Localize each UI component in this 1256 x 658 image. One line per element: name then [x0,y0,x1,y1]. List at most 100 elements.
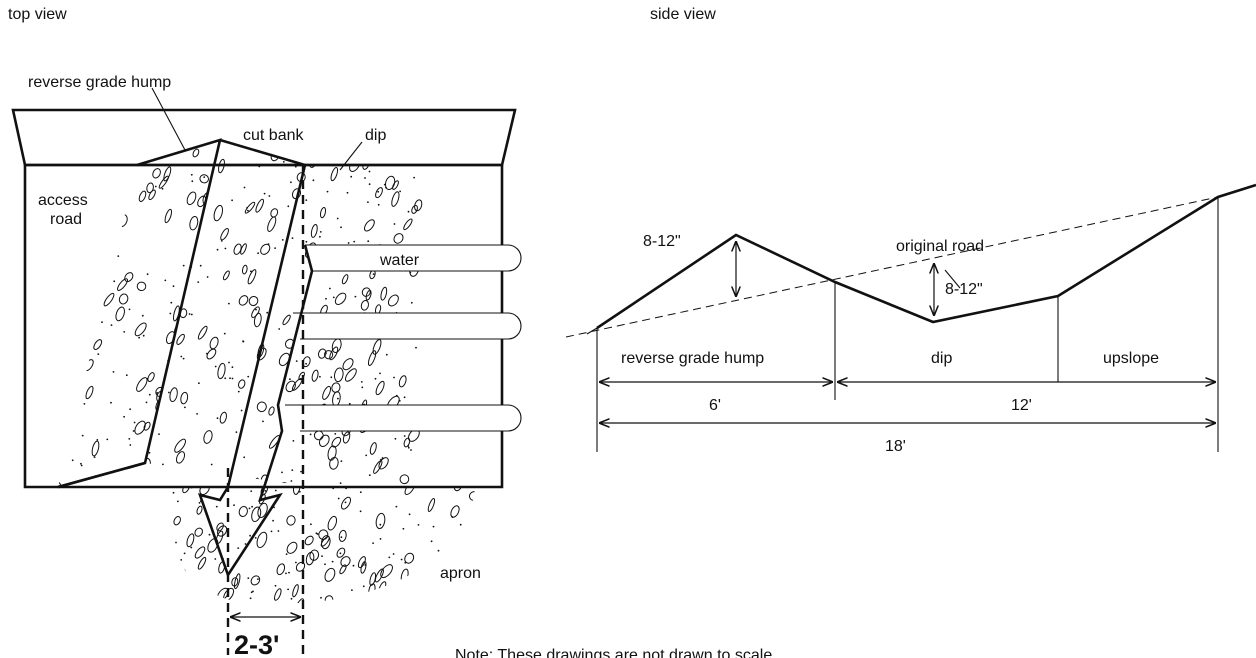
aggregate-dot [121,144,124,147]
aggregate-dot [179,473,182,476]
aggregate-dot [196,177,198,180]
aggregate-stone [244,201,256,214]
aggregate-stone [291,377,303,391]
aggregate-stone [322,385,332,400]
aggregate-stone [160,140,170,152]
aggregate-dot [310,523,312,526]
aggregate-stone [324,567,336,582]
aggregate-stone [311,369,319,382]
aggregate-dot [142,472,144,474]
access-road-outline [23,163,504,489]
aggregate-dot [161,187,164,190]
aggregate-dot [117,255,120,257]
aggregate-stone [318,529,329,540]
aggregate-stone [304,535,314,546]
aggregate-dot [204,450,207,453]
aggregate-stone [117,278,128,291]
aggregate-dot [290,480,293,482]
aggregate-stone [147,372,155,383]
aggregate-stone [213,204,224,222]
aggregate-stone [200,358,208,371]
aggregate-dot [158,433,160,435]
aggregate-dot [190,173,193,176]
aggregate-dot [339,482,342,484]
aggregate-stone [404,552,415,564]
aggregate-dot [329,287,331,290]
aggregate-dot [106,438,109,441]
aggregate-dot [360,381,363,383]
aggregate-stone [467,527,475,538]
aggregate-dot [180,215,183,218]
aggregate-dot [249,597,252,600]
aggregate-dot [274,489,277,492]
aggregate-dot [237,390,240,393]
aggregate-dot [197,281,200,283]
aggregate-stone [331,338,342,353]
aggregate-dot [372,542,374,544]
aggregate-stone [85,385,94,400]
aggregate-dot [263,192,266,195]
aggregate-stone [64,232,76,246]
aggregate-dot [300,470,302,473]
aggregate-dot [180,355,183,358]
aggregate-stone [193,274,207,289]
aggregate-stone [197,325,208,340]
aggregate-stone [286,515,296,526]
aggregate-dot [362,605,364,607]
aggregate-dot [148,451,151,454]
aggregate-dot [192,301,195,304]
aggregate-stone [292,584,299,598]
aggregate-dot [81,434,84,437]
aggregate-dot [377,203,380,206]
water-channel [293,313,521,339]
aggregate-dot [319,235,321,238]
aggregate-stone [331,382,341,393]
aggregate-dot [161,444,164,446]
top-view-title: top view [8,6,67,23]
aggregate-dot [394,145,396,148]
water-channel-outline [305,244,522,272]
aggregate-dot [211,379,213,382]
aggregate-stone [324,595,334,604]
aggregate-dot [383,602,386,604]
aggregate-stone [286,541,298,554]
aggregate-dot [129,444,132,446]
aggregate-stone [180,391,189,405]
aggregate-dot [140,329,142,331]
dip-leader-line [339,141,363,171]
aggregate-stone [465,602,475,604]
aggregate-dot [377,190,380,193]
aggregate-dot [325,352,327,354]
label-reverse-grade-hump: reverse grade hump [28,74,171,91]
aggregate-dot [189,583,192,586]
aggregate-dot [460,606,462,608]
aggregate-dot [224,377,227,380]
aggregate-stone [58,401,69,416]
aggregate-dot [320,596,322,599]
aggregate-stone [217,362,226,380]
aggregate-stone [378,581,387,594]
aggregate-dot [367,201,369,204]
aggregate-dot [193,423,196,426]
aggregate-stone [170,410,180,423]
aggregate-stone [315,602,324,604]
aggregate-stone [209,336,219,350]
aggregate-stone [152,168,161,179]
aggregate-dot [58,440,60,443]
aggregate-dot [112,371,115,373]
aggregate-stone [206,400,213,412]
aggregate-stone [369,572,377,586]
aggregate-stone [453,487,463,492]
label-cut-bank: cut bank [243,127,304,144]
label-road: road [50,211,82,228]
aggregate-dot [359,491,362,494]
aggregate-dot [295,561,297,564]
aggregate-dot [257,578,259,580]
aggregate-dot [376,595,378,598]
aggregate-dot [66,409,69,411]
aggregate-dot [213,338,216,340]
aggregate-dot [432,525,435,528]
label-hump-height: 8-12" [643,233,681,250]
aggregate-dot [340,226,342,229]
aggregate-stone [339,564,347,575]
